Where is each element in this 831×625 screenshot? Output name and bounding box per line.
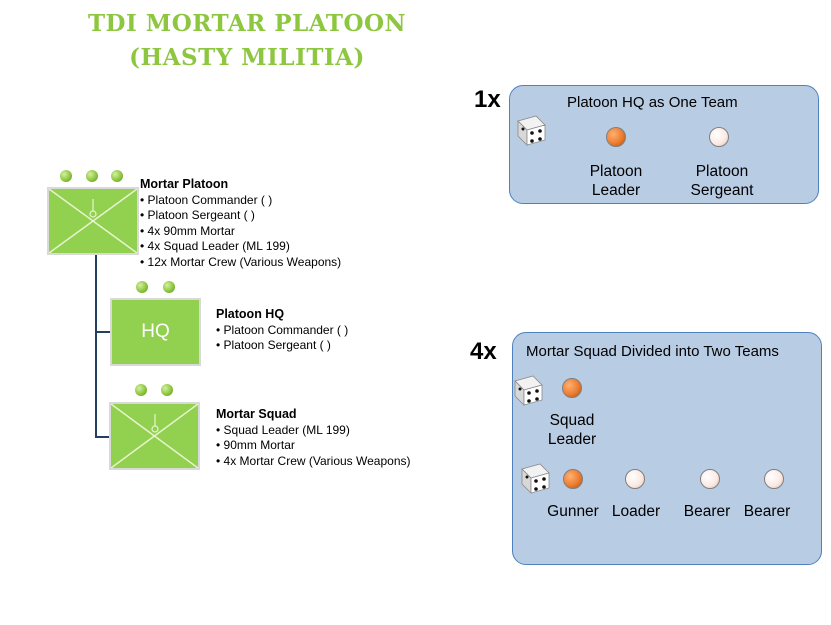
title-line-2: (HASTY MILITIA): [129, 44, 365, 71]
hq-box-label: HQ: [141, 321, 170, 342]
strength-dot: [86, 170, 98, 182]
strength-dot: [163, 281, 175, 293]
strength-dot: [60, 170, 72, 182]
platoon-item: • 12x Mortar Crew (Various Weapons): [140, 254, 342, 269]
hq-item: • Platoon Commander ( ): [216, 322, 349, 337]
team-member-marker: [563, 469, 583, 489]
hq-heading: Platoon HQ: [216, 307, 285, 321]
mortar-unit-icon: [111, 404, 198, 468]
squad-heading: Mortar Squad: [216, 407, 297, 421]
strength-dot: [135, 384, 147, 396]
org-connector-hq: [95, 331, 110, 333]
dice-icon: [521, 463, 550, 494]
member-label: Gunner: [547, 503, 599, 520]
platoon-item: • 4x 90mm Mortar: [140, 223, 235, 238]
squad-mortar-symbol: [109, 402, 200, 470]
platoon-item: • Platoon Sergeant ( ): [140, 208, 255, 222]
team-member-marker: [709, 127, 729, 147]
team-member-marker: [625, 469, 645, 489]
member-label: Loader: [611, 503, 661, 520]
squad-card-multiplier: 4x: [470, 338, 497, 365]
org-connector-vertical: [95, 255, 97, 438]
team-member-marker: [764, 469, 784, 489]
squad-info: Mortar Squad • Squad Leader (ML 199) • 9…: [216, 407, 410, 469]
hq-symbol: HQ: [110, 298, 201, 366]
strength-dot: [136, 281, 148, 293]
squad-item: • 4x Mortar Crew (Various Weapons): [216, 453, 411, 468]
mortar-unit-icon: [49, 189, 137, 253]
squad-item: • 90mm Mortar: [216, 438, 295, 452]
member-label: Bearer: [743, 503, 791, 520]
squad-card-title: Mortar Squad Divided into Two Teams: [526, 343, 779, 360]
member-label: Bearer: [683, 503, 731, 520]
strength-dot: [111, 170, 123, 182]
hq-card-multiplier: 1x: [474, 86, 501, 113]
team-member-marker: [606, 127, 626, 147]
hq-card-title: Platoon HQ as One Team: [567, 94, 738, 111]
dice-icon: [514, 375, 543, 406]
platoon-heading: Mortar Platoon: [140, 177, 229, 191]
platoon-item: • 4x Squad Leader (ML 199): [140, 239, 290, 253]
team-member-marker: [562, 378, 582, 398]
squad-item: • Squad Leader (ML 199): [216, 422, 350, 437]
squad-team-card: Mortar Squad Divided into Two Teams Squa…: [512, 332, 822, 565]
hq-info: Platoon HQ • Platoon Commander ( ) • Pla…: [216, 307, 348, 354]
title-line-1: TDI MORTAR PLATOON: [87, 10, 407, 37]
platoon-mortar-symbol: [47, 187, 139, 255]
platoon-item: • Platoon Commander ( ): [140, 192, 273, 207]
hq-item: • Platoon Sergeant ( ): [216, 338, 331, 352]
team-member-marker: [700, 469, 720, 489]
dice-icon: [517, 115, 546, 146]
strength-dot: [161, 384, 173, 396]
org-connector-squad: [95, 436, 110, 438]
platoon-info: Mortar Platoon • Platoon Commander ( ) •…: [140, 177, 341, 270]
